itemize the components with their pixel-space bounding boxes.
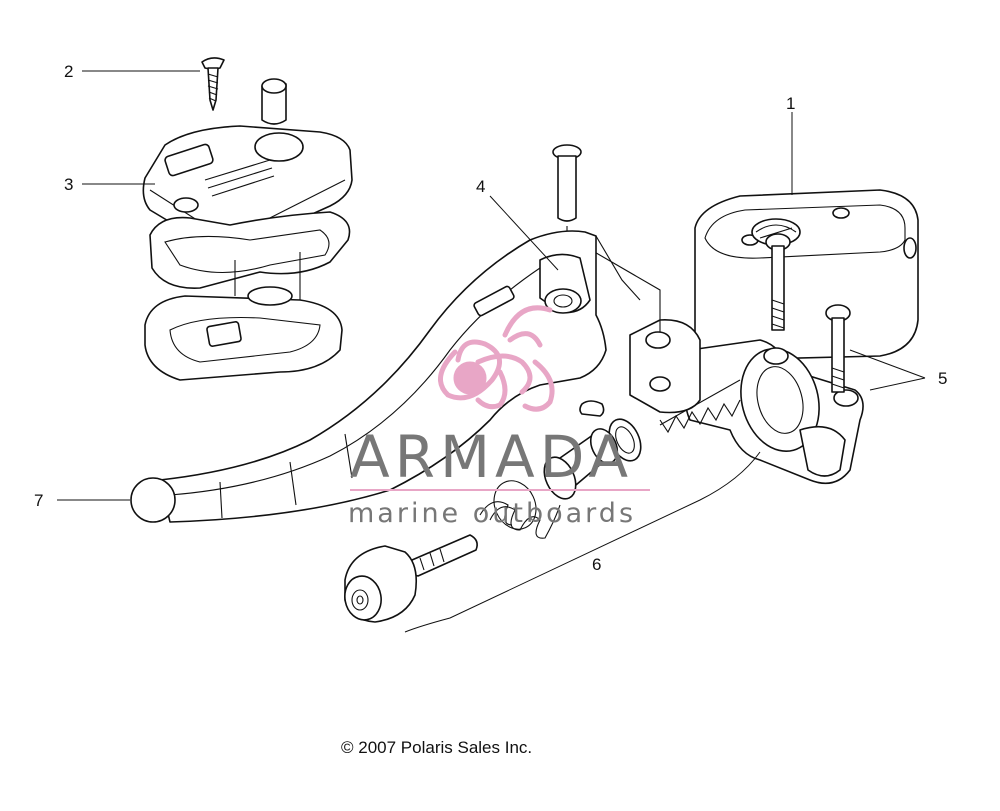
callout-3: 3 xyxy=(64,175,73,194)
reservoir-cover-part xyxy=(142,78,353,381)
copyright-notice: © 2007 Polaris Sales Inc. xyxy=(341,738,533,757)
brand-wordmark: ARMADA xyxy=(350,423,633,491)
callout-1: 1 xyxy=(786,94,795,113)
logo-emblem xyxy=(438,305,555,412)
callout-2: 2 xyxy=(64,62,73,81)
callout-leaders xyxy=(57,70,926,501)
piston-kit-part xyxy=(344,379,761,633)
screw-part xyxy=(201,57,225,111)
clamp-screws-part xyxy=(765,233,851,393)
callout-4: 4 xyxy=(476,177,485,196)
brake-lever-part xyxy=(130,230,641,523)
armada-logo: ARMADA marine outboards xyxy=(348,305,650,529)
callout-5: 5 xyxy=(938,369,947,388)
callout-7: 7 xyxy=(34,491,43,510)
brand-tagline: marine outboards xyxy=(348,498,636,529)
callout-6: 6 xyxy=(592,555,601,574)
master-cylinder-body-part xyxy=(629,189,919,485)
